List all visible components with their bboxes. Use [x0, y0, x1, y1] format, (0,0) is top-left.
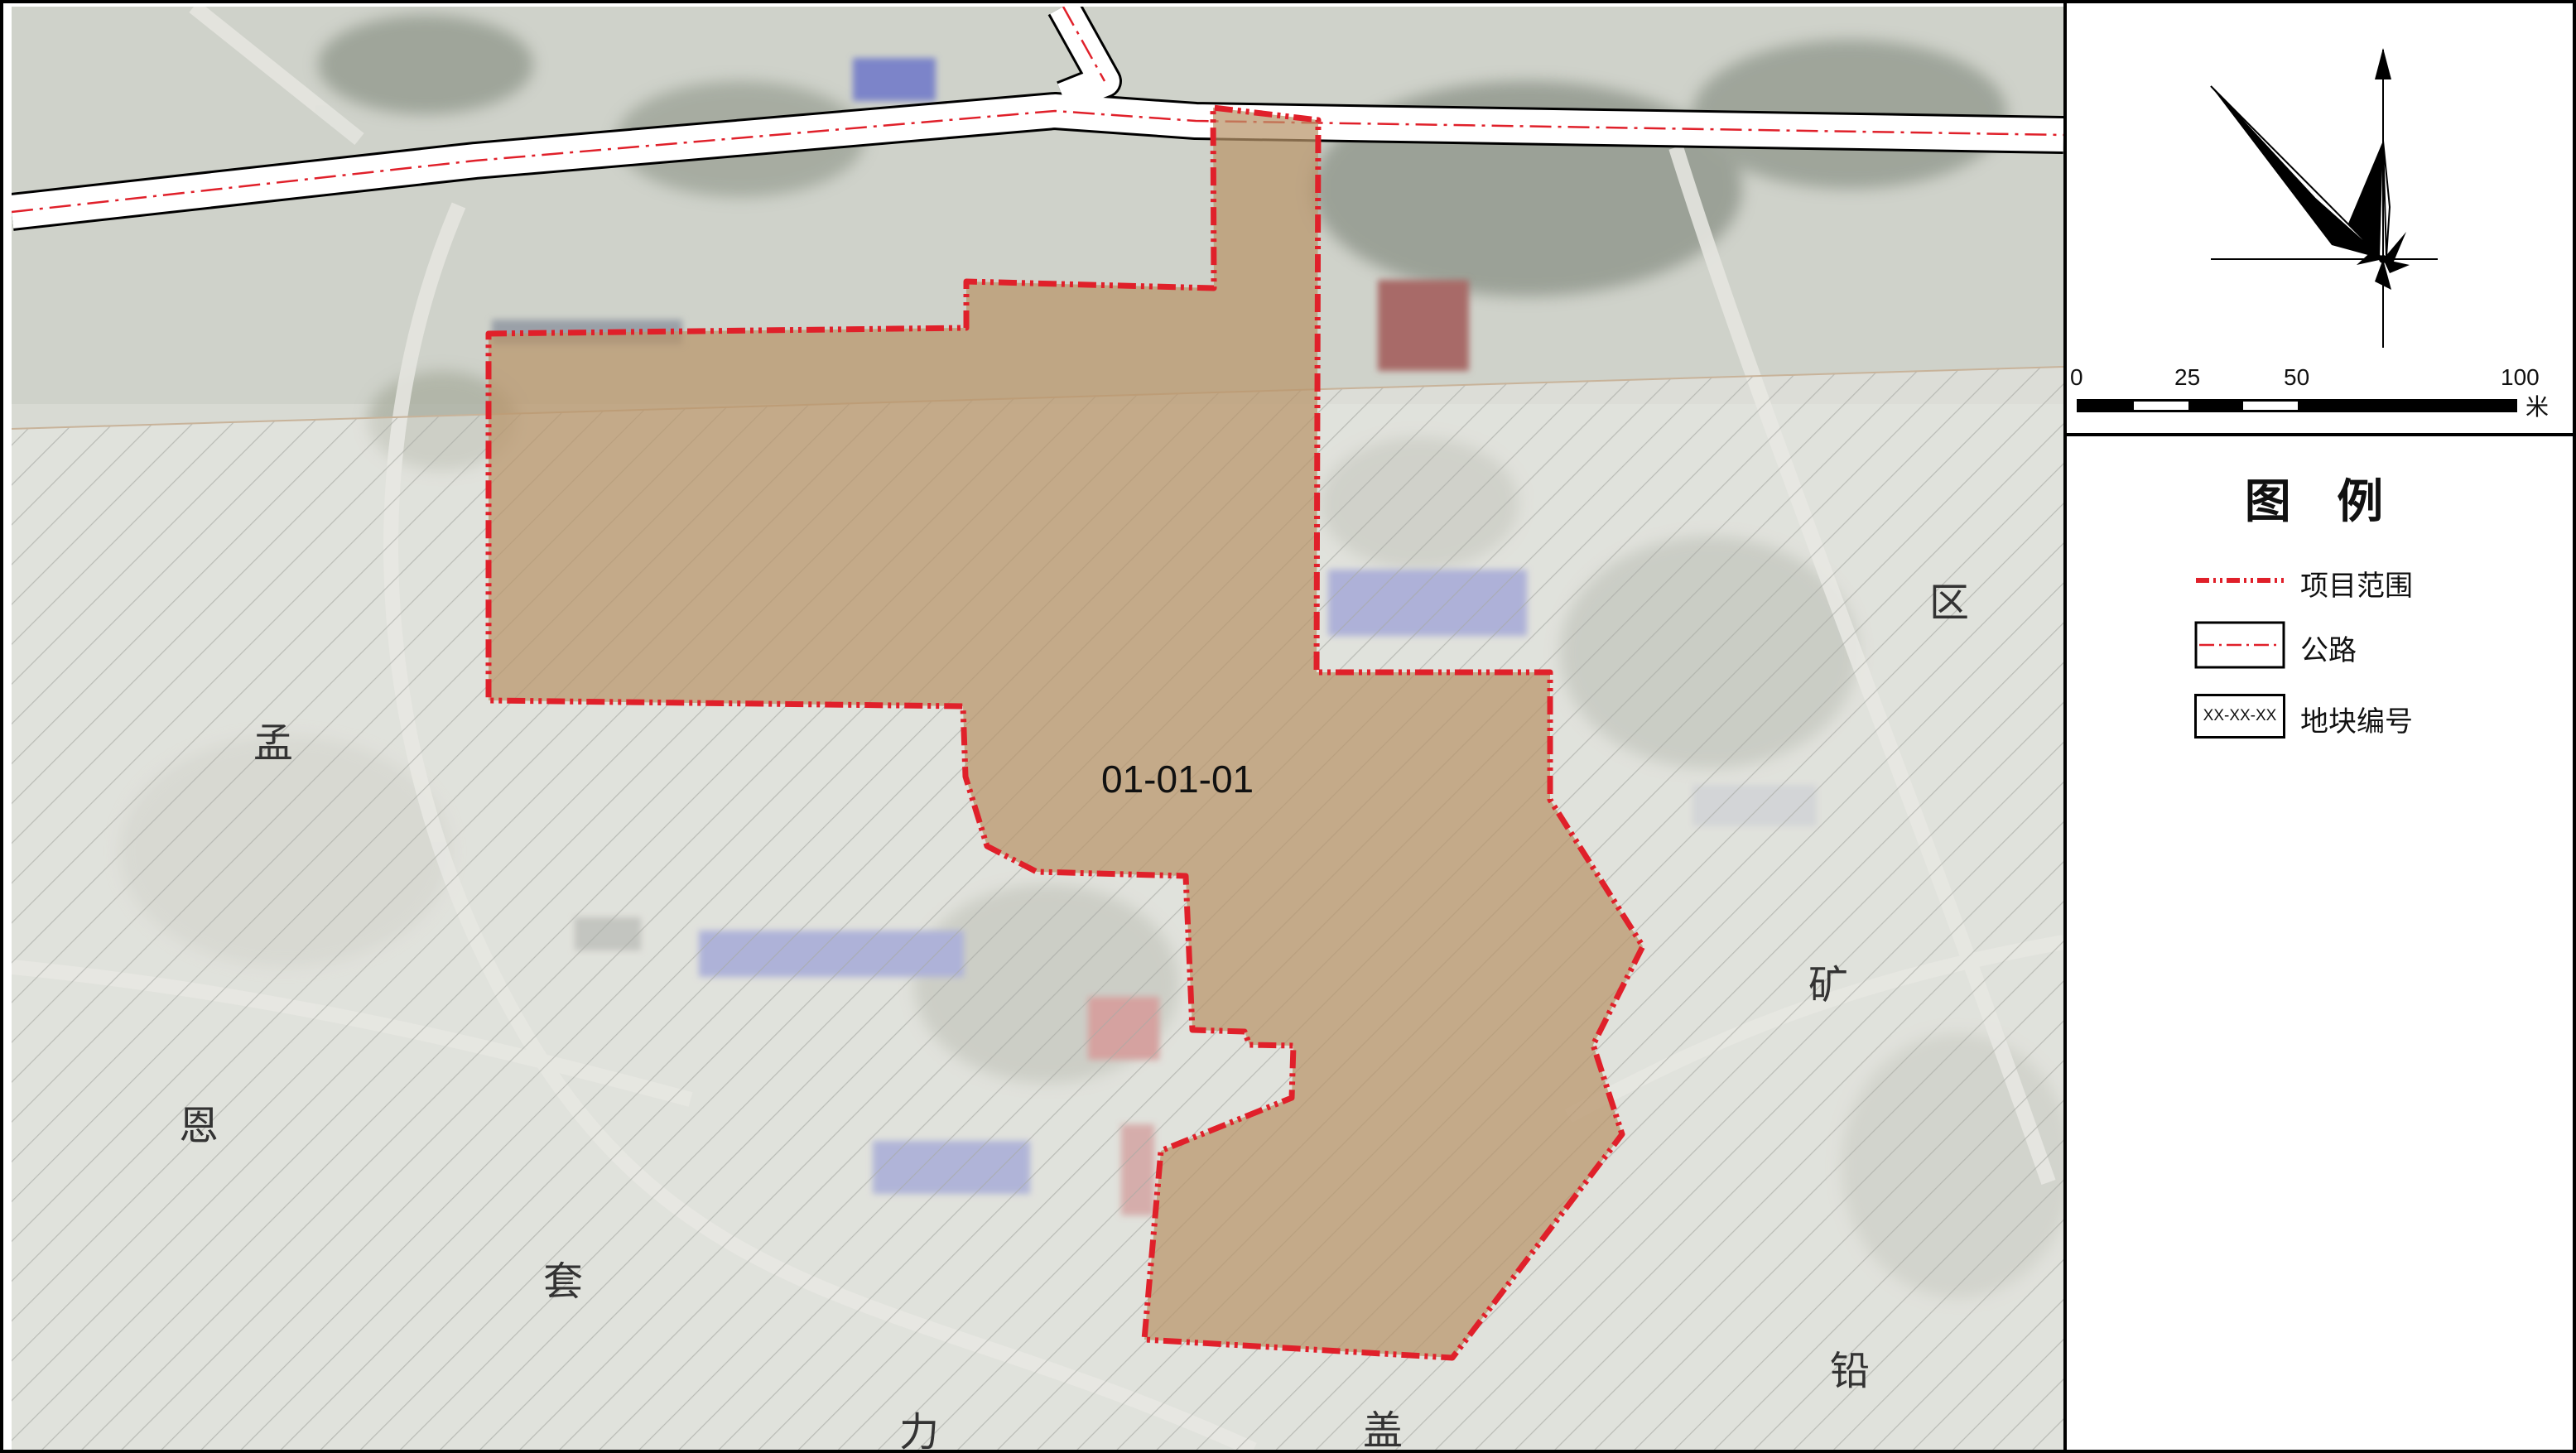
- legend-title: 图 例: [2244, 475, 2399, 529]
- legend-item-project-boundary: 项目范围: [2194, 556, 2542, 605]
- parcel-code-symbol-icon: XX-XX-XX: [2194, 694, 2285, 739]
- road-symbol-icon: [2194, 621, 2285, 669]
- area-label-meng: 孟: [253, 720, 294, 767]
- project-parcel: [485, 104, 1646, 1361]
- map-view[interactable]: 孟 恩 套 力 盖 铅 矿 区 01-01-01: [12, 7, 2063, 1450]
- map-canvas[interactable]: [12, 7, 2063, 1450]
- scale-tick-100: 100: [2501, 364, 2540, 390]
- parcel-code-symbol-text: XX-XX-XX: [2203, 707, 2277, 724]
- legend-panel: 图 例 项目范围 公路 XX-XX-XX 地块编号: [2067, 436, 2576, 1453]
- legend-item-road: 公路: [2194, 620, 2542, 670]
- compass-panel: 0 25 50 100 米: [2067, 0, 2576, 436]
- scale-tick-0: 0: [2070, 364, 2083, 390]
- legend-item-label: 项目范围: [2300, 570, 2413, 603]
- panel-divider: [2063, 0, 2067, 1453]
- road: [12, 7, 2063, 231]
- project-boundary-symbol-icon: [2196, 578, 2284, 583]
- area-label-qu: 区: [1929, 580, 1970, 626]
- north-arrow-icon: [2210, 48, 2438, 348]
- area-label-en: 恩: [179, 1103, 219, 1149]
- area-label-tao: 套: [543, 1258, 584, 1305]
- scale-unit: 米: [2525, 394, 2550, 420]
- area-label-li: 力: [899, 1409, 940, 1450]
- area-label-qian: 铅: [1830, 1348, 1871, 1394]
- area-label-gai: 盖: [1363, 1407, 1404, 1450]
- legend-item-label: 公路: [2300, 634, 2357, 667]
- parcel-code-label: 01-01-01: [1101, 758, 1254, 801]
- scale-bar: [2077, 399, 2517, 412]
- scale-tick-25: 25: [2174, 364, 2201, 390]
- area-label-kuang: 矿: [1808, 962, 1849, 1008]
- legend-item-parcel-code: XX-XX-XX 地块编号: [2194, 691, 2542, 741]
- legend-item-label: 地块编号: [2300, 705, 2413, 739]
- scale-tick-50: 50: [2284, 364, 2310, 390]
